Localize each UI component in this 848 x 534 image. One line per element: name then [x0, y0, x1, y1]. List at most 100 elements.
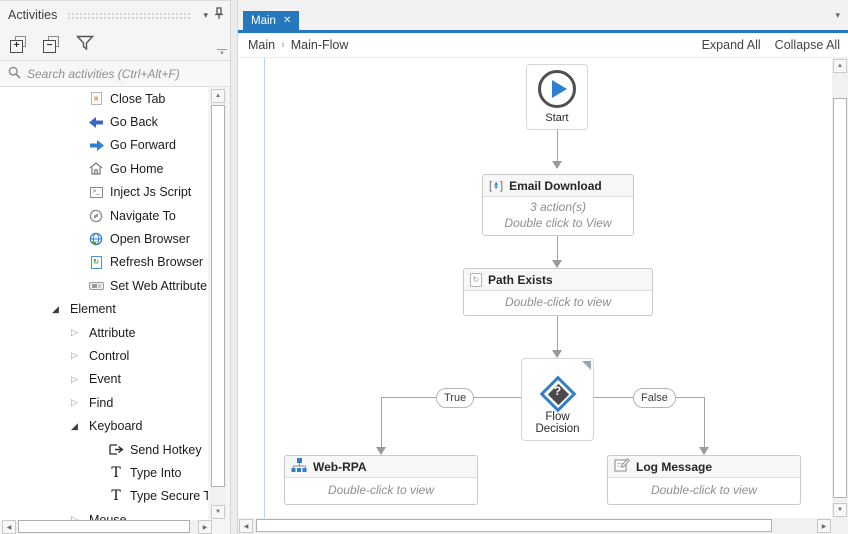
- tree-item-refresh-browser[interactable]: ↻ Refresh Browser: [0, 251, 208, 274]
- open-browser-icon: [88, 231, 104, 247]
- tree-vertical-scrollbar[interactable]: ▲ ▼: [210, 89, 226, 519]
- scroll-down-icon[interactable]: ▼: [211, 505, 225, 519]
- tree-group-attribute[interactable]: ▷ Attribute: [71, 325, 136, 340]
- panel-menu-caret-icon[interactable]: ▾: [203, 9, 208, 20]
- tab-main[interactable]: Main ✕: [243, 11, 300, 30]
- search-input[interactable]: [27, 66, 212, 81]
- navigate-to-icon: [88, 208, 104, 224]
- tree-item-open-browser[interactable]: Open Browser: [0, 227, 208, 250]
- log-message-body: Double-click to view: [608, 478, 800, 504]
- web-rpa-hint: Double-click to view: [327, 483, 435, 498]
- start-node-label: Start: [545, 112, 569, 124]
- tree-item-go-home[interactable]: Go Home: [0, 157, 208, 180]
- tree-item-go-back[interactable]: Go Back: [0, 110, 208, 133]
- path-exists-icon: ↻: [470, 272, 482, 287]
- panel-splitter[interactable]: [230, 0, 238, 534]
- canvas-hscroll-thumb[interactable]: [256, 519, 772, 532]
- filter-icon[interactable]: [75, 35, 95, 54]
- tree-item-close-tab[interactable]: ✕ Close Tab: [0, 87, 208, 110]
- expander-collapsed-icon[interactable]: ▷: [71, 327, 78, 338]
- tree-item-type-secure-text[interactable]: T Type Secure Text: [0, 485, 208, 508]
- designer-area: Main ✕ ▾ Main › Main-Flow Expand All Col…: [238, 0, 848, 534]
- web-rpa-node[interactable]: Web-RPA Double-click to view: [284, 455, 478, 505]
- tree-item-go-forward[interactable]: Go Forward: [0, 134, 208, 157]
- true-label: True: [444, 392, 467, 404]
- send-hotkey-icon: [108, 442, 124, 458]
- tab-close-icon[interactable]: ✕: [282, 15, 292, 26]
- tree-group-event[interactable]: ▷ Event: [71, 372, 121, 387]
- expander-expanded-icon[interactable]: ◢: [52, 303, 59, 314]
- document-tabstrip: Main ✕ ▾: [238, 0, 848, 30]
- path-exists-title: Path Exists: [488, 272, 553, 287]
- log-message-title: Log Message: [636, 459, 713, 474]
- tree-item-send-hotkey[interactable]: Send Hotkey: [0, 438, 208, 461]
- log-message-hint: Double-click to view: [650, 483, 758, 498]
- tree-group-mouse[interactable]: ▷ Mouse: [0, 508, 208, 521]
- canvas-vscroll-thumb[interactable]: [833, 98, 847, 498]
- collapse-all-front-square: −: [43, 39, 56, 53]
- scroll-up-icon[interactable]: ▲: [211, 89, 225, 103]
- connector-line: [466, 397, 521, 398]
- tree-item-inject-js-script[interactable]: >_ Inject Js Script: [0, 181, 208, 204]
- scroll-down-icon[interactable]: ▼: [833, 503, 847, 517]
- tree-vscroll-thumb[interactable]: [211, 105, 225, 487]
- true-branch-pill[interactable]: True: [436, 388, 475, 408]
- flow-decision-node[interactable]: ? Flow Decision: [521, 358, 594, 441]
- email-download-node[interactable]: [▲▼] Email Download 3 action(s) Double c…: [482, 174, 634, 236]
- play-icon: [551, 80, 567, 98]
- path-exists-node[interactable]: ↻ Path Exists Double-click to view: [463, 268, 653, 316]
- expander-expanded-icon[interactable]: ◢: [71, 420, 78, 431]
- tree-item-set-web-attribute[interactable]: Set Web Attribute: [0, 274, 208, 297]
- flowchart-canvas[interactable]: Start [▲▼] Email Download 3 action(s) Do…: [238, 58, 832, 518]
- breadcrumb-current[interactable]: Main-Flow: [290, 38, 349, 52]
- decision-diamond-icon: ?: [538, 375, 578, 425]
- breadcrumb: Main › Main-Flow Expand All Collapse All: [238, 33, 848, 58]
- path-exists-body: Double-click to view: [464, 291, 652, 315]
- log-message-node[interactable]: Log Message Double-click to view: [607, 455, 801, 505]
- tree-horizontal-scrollbar[interactable]: ◀ ▶: [2, 520, 212, 534]
- type-secure-text-icon: T: [111, 488, 121, 505]
- breadcrumb-root[interactable]: Main: [248, 38, 276, 52]
- connector-line: [557, 130, 558, 161]
- scroll-left-icon[interactable]: ◀: [239, 519, 253, 533]
- false-branch-pill[interactable]: False: [633, 388, 676, 408]
- path-exists-hint: Double-click to view: [504, 295, 612, 310]
- canvas-horizontal-scrollbar[interactable]: ◀ ▶: [238, 518, 832, 534]
- expander-collapsed-icon[interactable]: ▷: [71, 350, 78, 361]
- tree-hscroll-thumb[interactable]: [18, 520, 190, 533]
- tree-group-find[interactable]: ▷ Find: [71, 395, 114, 410]
- expander-collapsed-icon[interactable]: ▷: [71, 514, 78, 521]
- go-home-icon: [88, 161, 104, 177]
- scroll-left-icon[interactable]: ◀: [2, 520, 16, 534]
- tab-main-label: Main: [251, 14, 276, 27]
- panel-drag-texture[interactable]: [67, 12, 192, 20]
- collapse-all-icon[interactable]: −: [43, 35, 62, 54]
- tree-group-control[interactable]: ▷ Control: [71, 348, 130, 363]
- start-node[interactable]: Start: [526, 64, 588, 130]
- activities-search-bar: [0, 61, 230, 87]
- collapse-corner-icon[interactable]: [582, 361, 591, 370]
- scroll-up-icon[interactable]: ▲: [833, 59, 847, 73]
- connector-line: [594, 397, 633, 398]
- connector-arrowhead-icon: [552, 350, 562, 358]
- expand-all-icon[interactable]: +: [10, 35, 29, 54]
- tree-item-navigate-to[interactable]: Navigate To: [0, 204, 208, 227]
- open-files-dropdown-icon[interactable]: ▾: [835, 10, 840, 20]
- tree-group-keyboard[interactable]: ◢ Keyboard: [71, 419, 143, 434]
- canvas-guide-line: [264, 58, 265, 518]
- scroll-right-icon[interactable]: ▶: [817, 519, 831, 533]
- expand-all-button[interactable]: Expand All: [701, 38, 761, 52]
- tree-group-element[interactable]: ◢ Element: [52, 302, 116, 317]
- pin-icon[interactable]: [214, 7, 224, 23]
- expander-collapsed-icon[interactable]: ▷: [71, 397, 78, 408]
- toolbar-overflow-icon[interactable]: ▾: [217, 49, 227, 57]
- notepad-pencil-icon: [614, 458, 630, 475]
- tree-item-type-into[interactable]: T Type Into: [0, 461, 208, 484]
- scroll-right-icon[interactable]: ▶: [198, 520, 212, 534]
- expander-collapsed-icon[interactable]: ▷: [71, 373, 78, 384]
- email-download-title: Email Download: [509, 178, 602, 193]
- web-rpa-header: Web-RPA: [285, 456, 477, 478]
- collapse-all-button[interactable]: Collapse All: [774, 38, 840, 52]
- canvas-vertical-scrollbar[interactable]: ▲ ▼: [832, 58, 848, 518]
- flow-actions: Expand All Collapse All: [702, 38, 840, 52]
